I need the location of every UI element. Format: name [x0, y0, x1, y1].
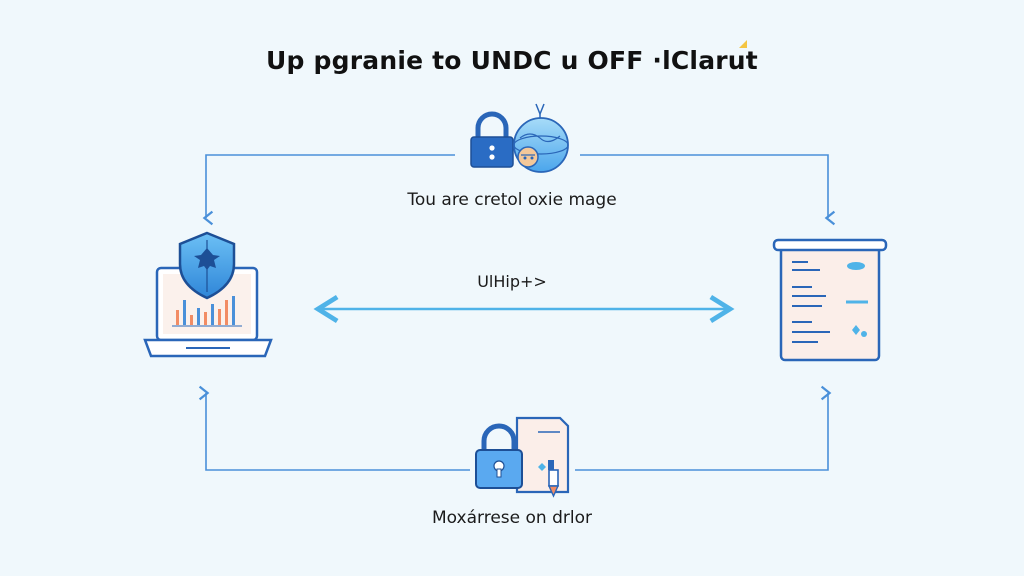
connector-top-right	[580, 154, 836, 226]
shield-icon	[178, 231, 236, 300]
connector-top-left	[202, 154, 455, 226]
top-node-label: Tou are cretol oxie mage	[407, 190, 617, 210]
document-icon	[515, 416, 570, 494]
diagram-title: Up pgranie to UNDC u OFF ·lClarut	[266, 46, 758, 75]
bottom-node-label: Moxárrese on drlor	[432, 508, 592, 528]
right-node	[772, 238, 888, 362]
bidirectional-arrow-label: UlHip+>	[477, 272, 547, 291]
document-scroll-icon	[772, 238, 888, 362]
bottom-node	[475, 416, 570, 498]
connector-bottom-left	[198, 385, 470, 471]
padlock-icon	[475, 423, 523, 489]
left-node	[143, 231, 273, 358]
padlock-icon	[470, 111, 514, 168]
spark-icon	[739, 40, 747, 48]
top-node	[470, 103, 569, 173]
pen-icon	[547, 469, 560, 498]
connector-bottom-right	[575, 385, 832, 471]
bar-chart-icon	[172, 296, 242, 327]
globe-icon	[513, 103, 569, 173]
